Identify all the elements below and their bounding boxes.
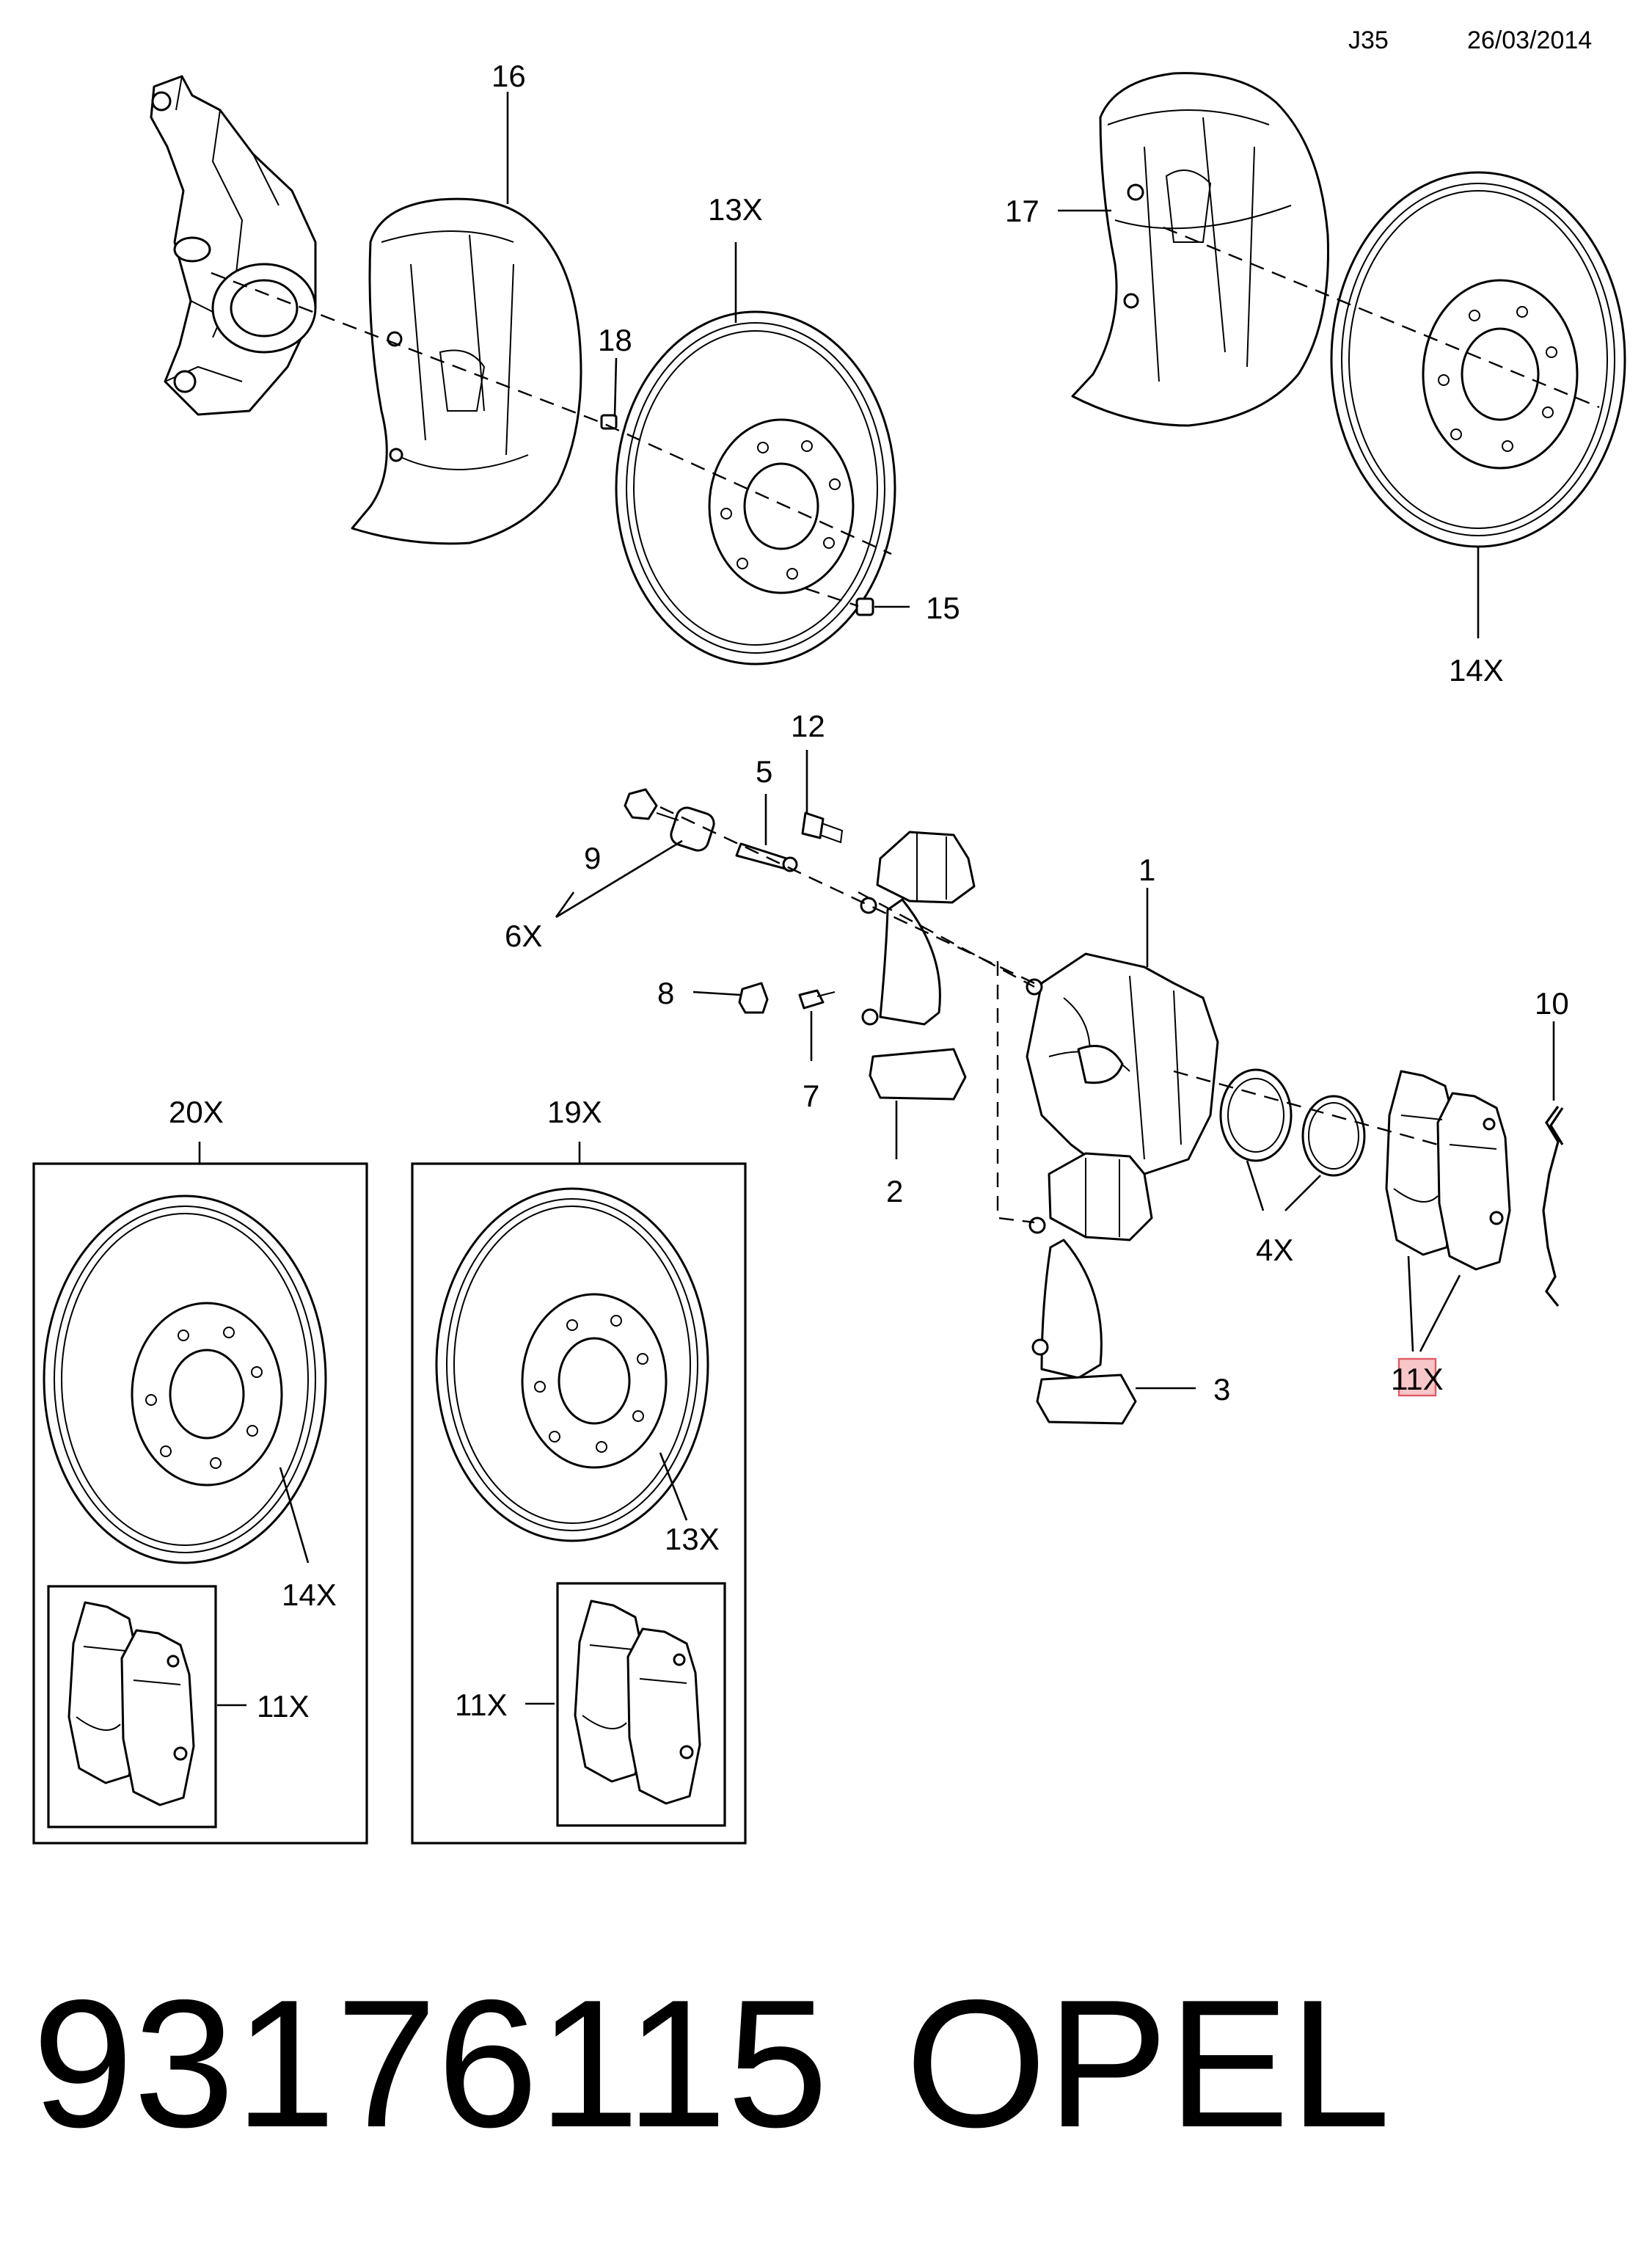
callout-5: 5	[756, 754, 772, 789]
kit-19x: 19X 13X 11X	[411, 1095, 747, 1845]
leader-8	[692, 991, 742, 996]
brake-disc-13x	[615, 310, 896, 665]
kit-19x-title: 19X	[547, 1095, 602, 1129]
bolt-9	[624, 788, 658, 820]
diagram-date: 26/03/2014	[1467, 26, 1592, 54]
bolt-18	[600, 414, 618, 430]
kit-19x-frame	[411, 1162, 747, 1845]
callout-14x-top: 14X	[1449, 653, 1504, 687]
callout-1: 1	[1139, 853, 1155, 887]
callout-6x: 6X	[505, 919, 542, 953]
callout-17: 17	[1005, 194, 1039, 228]
leader-11x-b	[1419, 1274, 1461, 1352]
caliper-bracket-2	[860, 831, 976, 1101]
leader-4x-a	[1246, 1160, 1265, 1211]
callout-3: 3	[1213, 1372, 1230, 1407]
kit-20x-pads-frame	[47, 1585, 217, 1828]
bushing-6x	[656, 806, 715, 852]
piston-seal-4x	[1219, 1068, 1366, 1177]
guide-pin-5	[735, 842, 798, 872]
bleed-cap-8	[738, 982, 769, 1014]
leader-18	[613, 357, 618, 417]
leader-6x	[555, 839, 683, 919]
leader-11x-a	[1407, 1255, 1414, 1352]
callout-2: 2	[886, 1174, 903, 1208]
part-number: 93176115	[32, 1961, 828, 2165]
kit-19x-disc-label: 13X	[665, 1522, 720, 1556]
kit-20x-pads	[67, 1601, 195, 1806]
brake-shield-16	[351, 197, 582, 545]
leader-6x-b	[555, 891, 575, 918]
diagram-code: J35	[1348, 26, 1389, 54]
caliper-bracket-3	[1028, 1152, 1153, 1425]
kit-20x-frame	[32, 1162, 368, 1845]
kit-19x-disc	[435, 1187, 709, 1542]
steering-knuckle	[150, 75, 317, 416]
callout-18: 18	[598, 323, 632, 357]
kit-19x-pads-label: 11X	[455, 1688, 508, 1722]
caliper-housing-1	[1026, 952, 1219, 1175]
leader-4x-b	[1284, 1175, 1321, 1211]
bleed-screw-7	[798, 989, 836, 1010]
callout-16: 16	[491, 59, 526, 93]
brake-pads-11x	[1385, 1070, 1511, 1271]
brake-disc-14x	[1330, 171, 1626, 548]
screw-15	[855, 597, 874, 616]
kit-20x: 20X 14X 11X	[32, 1095, 368, 1845]
callout-11x: 11X	[1391, 1362, 1444, 1396]
callout-12: 12	[791, 709, 825, 743]
brake-shield-17	[1071, 72, 1329, 427]
callout-13x-top: 13X	[708, 192, 763, 227]
callout-10: 10	[1535, 986, 1569, 1021]
brand-name: OPEL	[905, 1961, 1391, 2165]
kit-20x-title: 20X	[169, 1095, 224, 1129]
bolt-12	[801, 811, 844, 844]
kit-20x-disc-label: 14X	[282, 1578, 337, 1612]
kit-20x-disc	[43, 1195, 327, 1564]
anti-rattle-spring-10	[1542, 1106, 1564, 1307]
callout-8: 8	[657, 976, 674, 1010]
kit-19x-pads-frame	[556, 1582, 726, 1827]
callout-15: 15	[926, 591, 960, 625]
callout-7: 7	[803, 1079, 819, 1113]
callout-4x: 4X	[1256, 1233, 1293, 1267]
kit-20x-pads-label: 11X	[257, 1689, 310, 1724]
highlight-11x	[1397, 1357, 1437, 1397]
kit-19x-pads	[574, 1600, 701, 1805]
callout-9: 9	[584, 841, 601, 875]
